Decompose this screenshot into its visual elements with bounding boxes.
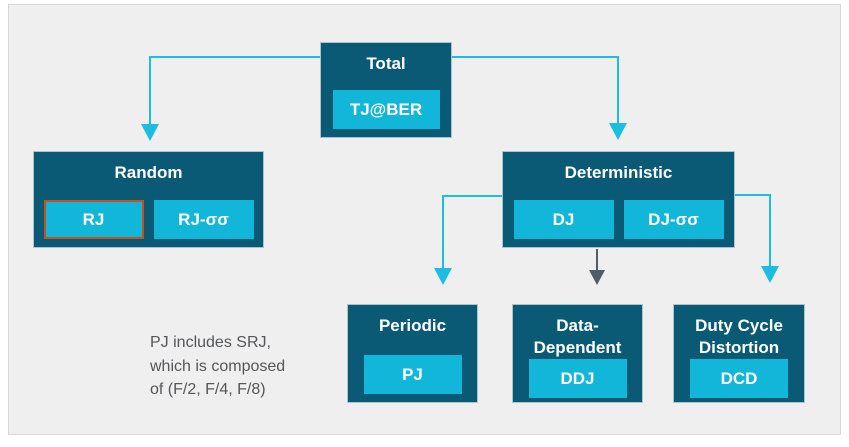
connector-deterministic-periodic [442, 195, 502, 269]
node-periodic-chips: PJ [363, 355, 462, 394]
node-random-chips: RJ RJ-σσ [43, 200, 254, 239]
chip-rj-sigma[interactable]: RJ-σσ [153, 200, 254, 239]
pj-srj-note: PJ includes SRJ, which is composed of (F… [150, 334, 286, 398]
node-random-title: Random [114, 163, 183, 182]
arrowhead-total-deterministic-icon [609, 123, 627, 140]
arrowhead-deterministic-dcd-icon [761, 266, 779, 283]
node-periodic-title: Periodic [378, 316, 447, 335]
node-data-dependent-title: Data- Dependent [533, 316, 622, 357]
chip-dj-sigma[interactable]: DJ-σσ [623, 200, 724, 239]
chip-dj[interactable]: DJ [513, 200, 614, 239]
connector-total-random [149, 56, 320, 125]
chip-rj[interactable]: RJ [43, 200, 144, 239]
node-total-chips: TJ@BER [332, 90, 440, 129]
node-data-dependent-chips: DDJ [528, 359, 627, 398]
node-total-title: Total [366, 54, 406, 73]
chip-ddj[interactable]: DDJ [528, 359, 627, 398]
chip-dcd[interactable]: DCD [690, 359, 788, 398]
connector-total-deterministic [452, 56, 619, 124]
arrowhead-total-random-icon [141, 124, 159, 141]
node-duty-cycle-distortion-title: Duty Cycle Distortion [695, 316, 783, 357]
connector-deterministic-dcd [734, 194, 771, 267]
node-deterministic-chips: DJ DJ-σσ [513, 200, 724, 239]
arrowhead-deterministic-data-dependent-icon [589, 270, 605, 285]
node-total: Total TJ@BER [320, 42, 452, 138]
node-periodic: Periodic PJ [347, 304, 478, 403]
chip-pj[interactable]: PJ [363, 355, 462, 394]
node-data-dependent: Data- Dependent DDJ [512, 304, 643, 403]
node-random: Random RJ RJ-σσ [33, 151, 264, 248]
node-deterministic-title: Deterministic [564, 163, 673, 182]
arrowhead-deterministic-periodic-icon [434, 268, 452, 285]
node-deterministic: Deterministic DJ DJ-σσ [502, 151, 735, 248]
node-duty-cycle-distortion: Duty Cycle Distortion DCD [673, 304, 805, 403]
chip-tjber[interactable]: TJ@BER [332, 90, 440, 129]
node-duty-cycle-distortion-chips: DCD [690, 359, 788, 398]
